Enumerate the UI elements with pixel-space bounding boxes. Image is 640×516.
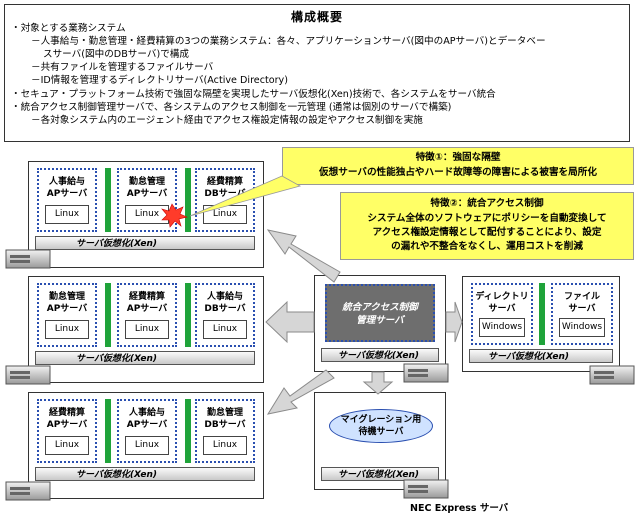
standby-label: マイグレーション用 (340, 415, 422, 425)
vm-role: DBサーバ (204, 420, 246, 430)
vm-role: DBサーバ (204, 189, 246, 199)
hardware-server-icon (403, 479, 449, 499)
mgmt-server-panel: 統合アクセス制御 管理サーバ サーバ仮想化(Xen) (314, 275, 446, 372)
vm-role: サーバ (488, 304, 516, 314)
feature1-body: 仮想サーバの性能独占やハード故障等の障害による被害を局所化 (319, 167, 597, 178)
mgmt-server-label: 統合アクセス制御 (342, 302, 418, 313)
vm-name: 経費精算 (128, 292, 165, 302)
isolation-wall (105, 399, 111, 463)
virtualization-bar: サーバ仮想化(Xen) (321, 467, 439, 481)
mgmt-server-role: 管理サーバ (356, 315, 404, 326)
hardware-server-icon (5, 365, 51, 385)
virtualization-bar: サーバ仮想化(Xen) (35, 467, 255, 481)
hardware-server-icon (5, 249, 51, 269)
feature1-title: 特徴①：強固な隔壁 (415, 152, 501, 163)
vm-role: APサーバ (46, 304, 88, 314)
os-box: Linux (203, 436, 247, 455)
mgmt-server-box: 統合アクセス制御 管理サーバ (325, 284, 435, 342)
vm-box: 人事給与 DBサーバ Linux (195, 283, 255, 347)
vm-role: APサーバ (46, 420, 88, 430)
hardware-server-icon (403, 363, 449, 383)
server-panel-2: 勤怠管理 APサーバ Linux 経費精算 APサーバ Linux 人事給与 DBサー… (28, 276, 264, 383)
vm-box: 経費精算 APサーバ Linux (37, 399, 97, 463)
hardware-server-icon (589, 365, 635, 385)
feature1-pointer (189, 175, 302, 217)
vm-role: APサーバ (46, 189, 88, 199)
os-box: Windows (559, 318, 605, 337)
vm-name: ディレクトリ (475, 292, 529, 302)
feature1-note: 特徴①：強固な隔壁 仮想サーバの性能独占やハード故障等の障害による被害を局所化 (282, 147, 634, 185)
feature2-body: アクセス権設定情報として配付することにより、設定 (372, 227, 602, 238)
hardware-server-icon (5, 481, 51, 501)
vm-role: APサーバ (126, 189, 168, 199)
summary-line: ・統合アクセス制御管理サーバで、各システムのアクセス制御を一元管理 (通常は個別… (11, 102, 452, 113)
feature2-note: 特徴②：統合アクセス制御 システム全体のソフトウェアにポリシーを自動変換して ア… (340, 192, 634, 260)
vm-box: 人事給与 APサーバ Linux (37, 168, 97, 232)
vm-box: 勤怠管理 DBサーバ Linux (195, 399, 255, 463)
arrow-to-directory-server (445, 301, 463, 343)
summary-line: －各対象システム内のエージェント経由でアクセス権設定情報の設定やアクセス制御を実… (31, 115, 423, 126)
feature2-body: システム全体のソフトウェアにポリシーを自動変換して (367, 213, 607, 224)
vm-name: 勤怠管理 (128, 177, 165, 187)
feature2-body: の漏れや不整合をなくし、運用コストを削減 (391, 241, 583, 252)
vm-name: 人事給与 (128, 408, 165, 418)
vm-role: APサーバ (126, 304, 168, 314)
summary-panel: 構成概要 ・対象とする業務システム －人事給与・勤怠管理・経費精算の3つの業務シ… (4, 4, 630, 142)
vm-name: 勤怠管理 (48, 292, 85, 302)
standby-role: 待機サーバ (358, 427, 404, 437)
hardware-label: NEC Express サーバ (410, 503, 509, 514)
summary-line: ・セキュア・プラットフォーム技術で強固な隔壁を実現したサーバ仮想化(Xen)技術… (11, 89, 496, 100)
standby-server-ellipse: マイグレーション用 待機サーバ (329, 409, 433, 443)
isolation-wall (185, 168, 191, 232)
os-box: Linux (125, 436, 169, 455)
isolation-wall (105, 283, 111, 347)
os-box: Linux (203, 320, 247, 339)
arrow-to-migration-server (362, 371, 394, 395)
vm-role: DBサーバ (204, 304, 246, 314)
isolation-wall (185, 283, 191, 347)
vm-role: APサーバ (126, 420, 168, 430)
os-box: Windows (479, 318, 525, 337)
virtualization-bar: サーバ仮想化(Xen) (469, 349, 613, 363)
summary-line: －共有ファイルを管理するファイルサーバ (31, 62, 214, 73)
migration-server-panel: マイグレーション用 待機サーバ サーバ仮想化(Xen) (314, 392, 446, 490)
vm-role: サーバ (568, 304, 596, 314)
vm-box: ディレクトリサーバ Windows (471, 283, 533, 345)
summary-line: スサーバ(図中のDBサーバ)で構成 (43, 49, 189, 60)
vm-box: 人事給与 APサーバ Linux (117, 399, 177, 463)
feature2-title: 特徴②：統合アクセス制御 (430, 198, 544, 209)
isolation-wall (539, 283, 545, 345)
summary-line: －ID情報を管理するディレクトリサーバ(Active Directory) (31, 75, 288, 86)
directory-server-panel: ディレクトリサーバ Windows ファイルサーバ Windows サーバ仮想化… (462, 276, 620, 372)
isolation-wall (105, 168, 111, 232)
vm-name: ファイル (563, 292, 600, 302)
fault-burst-icon (161, 203, 188, 228)
os-box: Linux (45, 436, 89, 455)
summary-line: ・対象とする業務システム (11, 23, 126, 34)
arrow-to-server-2 (265, 300, 315, 344)
vm-name: 人事給与 (48, 177, 85, 187)
summary-line: －人事給与・勤怠管理・経費精算の3つの業務システム：各々、アプリケーションサーバ… (31, 36, 546, 47)
arrow-to-server-1 (266, 229, 341, 283)
virtualization-bar: サーバ仮想化(Xen) (35, 351, 255, 365)
arrow-to-server-3 (266, 369, 335, 415)
virtualization-bar: サーバ仮想化(Xen) (35, 236, 255, 250)
vm-name: 人事給与 (206, 292, 243, 302)
vm-name: 勤怠管理 (206, 408, 243, 418)
vm-box: 経費精算 APサーバ Linux (117, 283, 177, 347)
virtualization-bar: サーバ仮想化(Xen) (321, 348, 439, 362)
vm-box: 勤怠管理 APサーバ Linux (37, 283, 97, 347)
os-box: Linux (125, 320, 169, 339)
vm-name: 経費精算 (206, 177, 243, 187)
vm-name: 経費精算 (48, 408, 85, 418)
server-panel-1: 人事給与 APサーバ Linux 勤怠管理 APサーバ Linux 経費精算 DBサー… (28, 161, 264, 268)
os-box: Linux (45, 320, 89, 339)
isolation-wall (185, 399, 191, 463)
server-panel-3: 経費精算 APサーバ Linux 人事給与 APサーバ Linux 勤怠管理 DBサー… (28, 392, 264, 499)
os-box: Linux (45, 205, 89, 224)
summary-title: 構成概要 (290, 10, 343, 24)
vm-box: ファイルサーバ Windows (551, 283, 613, 345)
